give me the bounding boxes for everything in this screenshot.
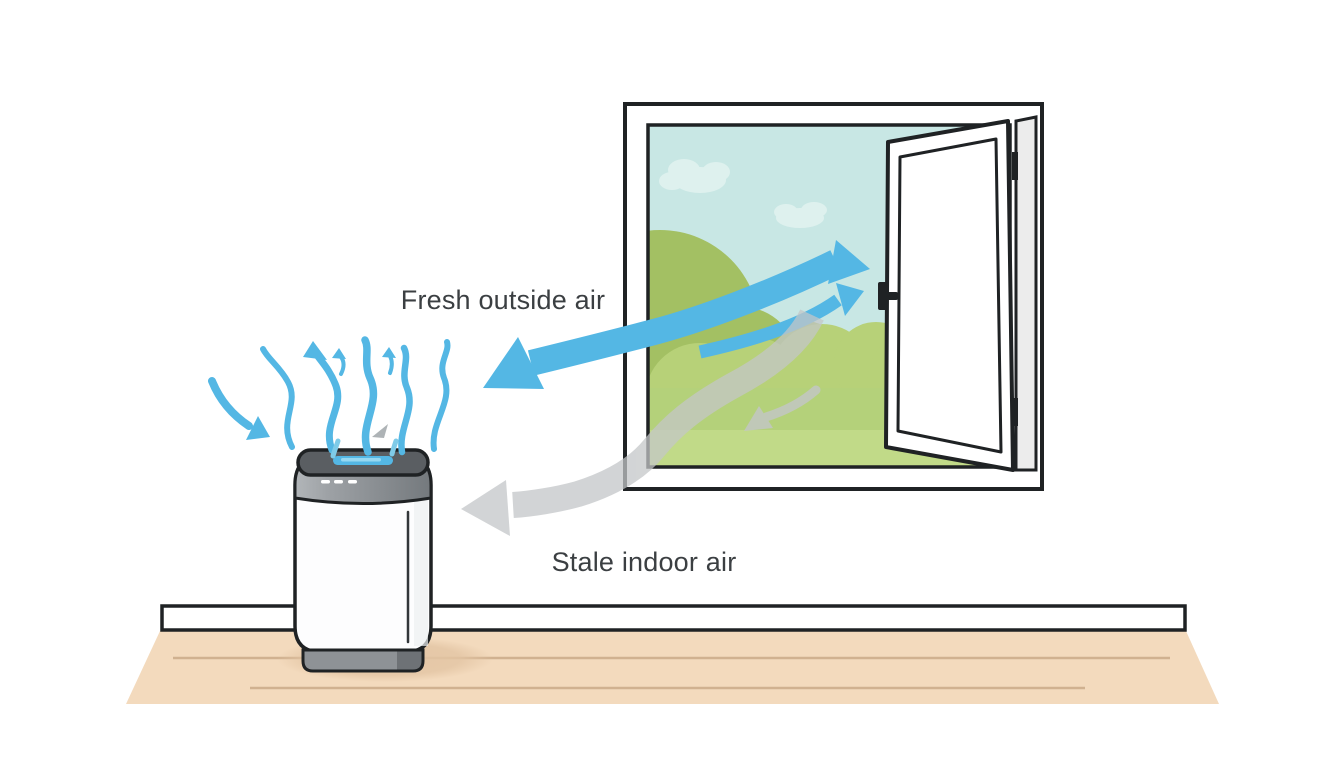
fresh-air-label: Fresh outside air [400, 285, 606, 315]
cloud-icon [774, 202, 827, 228]
airflow-wave-arrow [303, 341, 342, 454]
window-handle-icon [878, 282, 898, 310]
airflow-left-arrow [208, 377, 270, 440]
airflow-streak [330, 438, 341, 459]
stale-air-arrow-shaft [512, 308, 824, 518]
fresh-air-arrow [483, 240, 870, 389]
purifier-indicator-lights [321, 480, 357, 484]
air-purifier-illustration [293, 448, 433, 673]
stale-air-small-arrow [744, 385, 821, 431]
airflow-tiny-gray-arrowhead [372, 424, 388, 438]
airflow-wave [430, 339, 451, 452]
airflow-wave [260, 346, 295, 450]
fresh-air-window-arrowhead [836, 283, 864, 316]
window-illustration [623, 102, 1044, 491]
fresh-air-arrow-shaft [527, 250, 842, 376]
stale-air-small-arrow-shaft [761, 385, 821, 422]
glass-reflection [907, 180, 993, 403]
fresh-air-arrowhead [483, 337, 544, 389]
pane-glass [896, 137, 1003, 454]
open-window-pane [878, 119, 1015, 472]
airflow-small-arrow [332, 348, 346, 376]
fresh-air-window-arrow-shaft [698, 294, 842, 359]
fresh-air-window-arrow [698, 283, 864, 359]
airflow-wave [398, 344, 413, 456]
stale-air-label: Stale indoor air [551, 547, 737, 577]
cloud-icon [659, 159, 730, 193]
fresh-air-arrowhead-window [828, 240, 870, 284]
airflow-wave [361, 336, 378, 456]
floor [126, 631, 1219, 704]
stale-air-small-arrowhead [744, 406, 773, 431]
stale-air-arrowhead [461, 480, 510, 536]
purifier-base [301, 648, 425, 673]
airflow-small-arrow [382, 347, 396, 375]
purifier-air-outlet-highlight [341, 458, 381, 462]
hinge-icon [1012, 152, 1018, 180]
window-jamb [1014, 115, 1038, 472]
purifier-body-shade [414, 468, 428, 646]
airflow-streak [389, 438, 399, 457]
hinge-icon [1012, 398, 1018, 426]
stale-air-arrow [461, 308, 824, 536]
purifier-airflow-arrows [208, 336, 451, 459]
